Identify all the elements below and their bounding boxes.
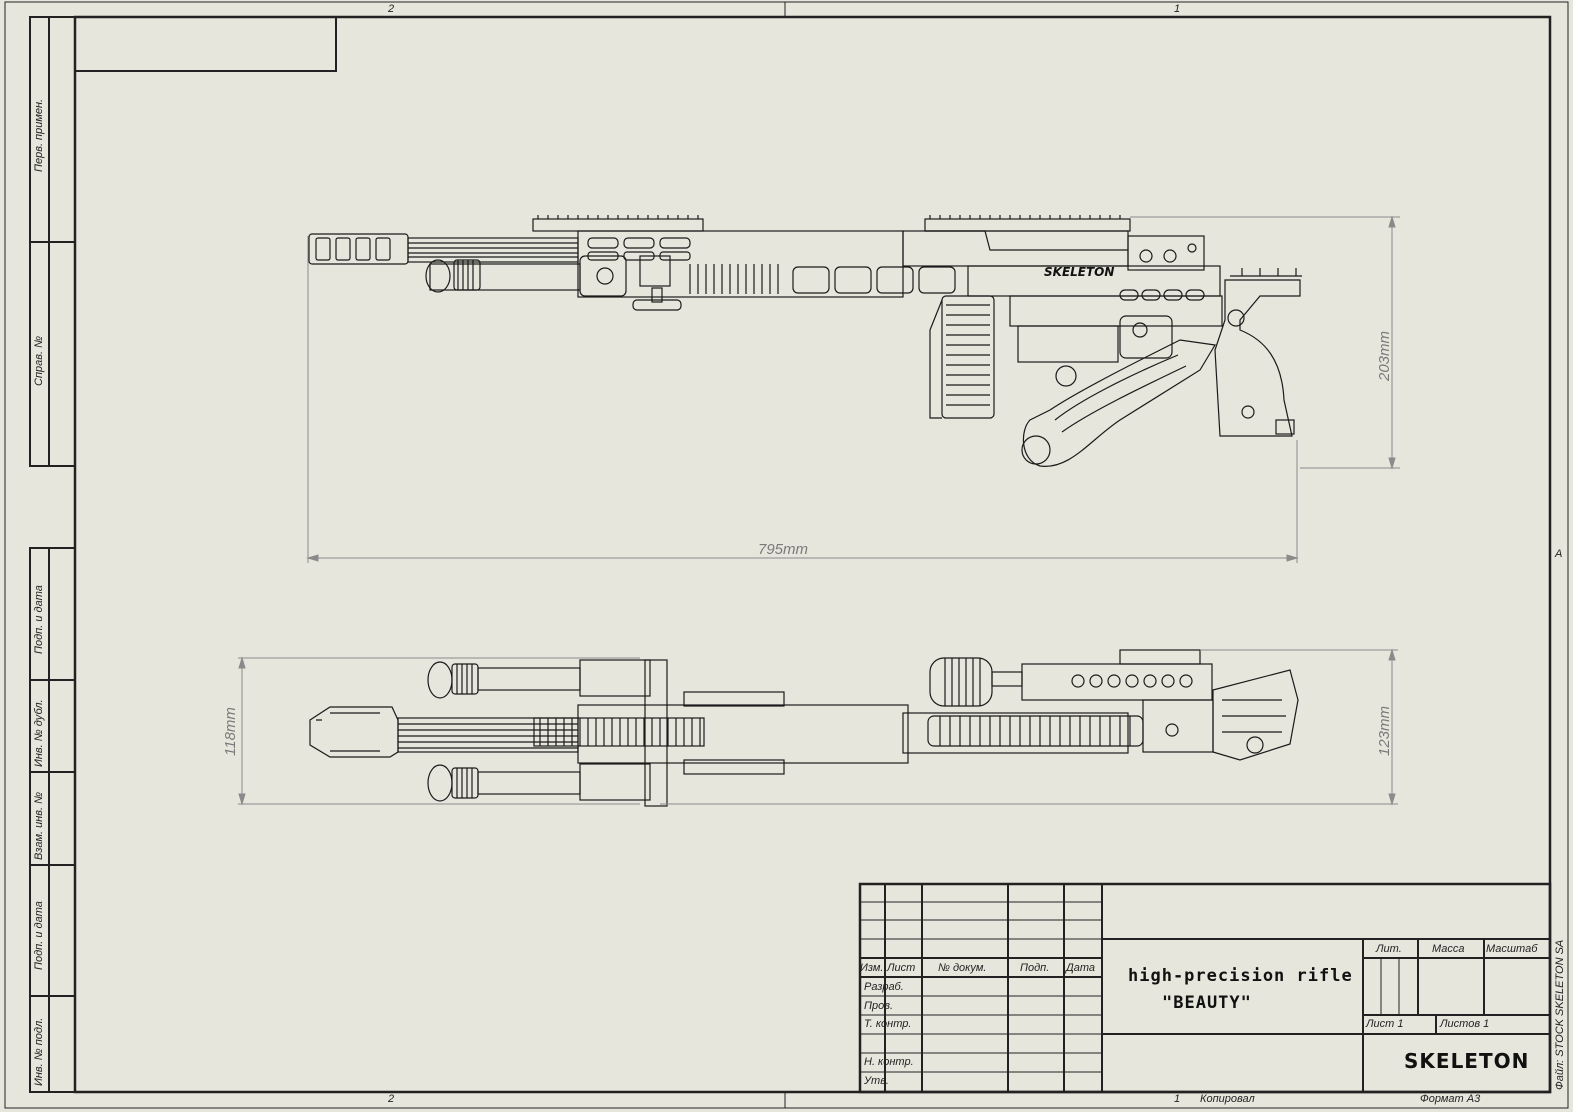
company-logo: SKELETON (1404, 1049, 1530, 1073)
tb-row-tkontr: Т. контр. (864, 1018, 912, 1030)
dimension-top-width-right: 123mm (1376, 705, 1393, 756)
tb-col-data: Дата (1066, 962, 1096, 974)
tb-sheet: Лист 1 (1366, 1018, 1404, 1030)
drawing-title-line1: high-precision rifle (1128, 966, 1353, 986)
stamp-inv-dubl: Инв. № дубл. (33, 699, 45, 767)
zone-bottom-left: 2 (388, 1093, 395, 1105)
rifle-side-view (308, 215, 1302, 467)
stamp-perv-primen: Перв. примен. (33, 98, 45, 172)
tb-sheets: Листов 1 (1440, 1018, 1490, 1030)
side-stamp-frame (29, 16, 75, 1093)
drawing-title-line2: "BEAUTY" (1162, 993, 1252, 1013)
zone-top-left: 2 (388, 3, 395, 15)
tb-masshtab: Масштаб (1486, 943, 1538, 955)
top-view-dimension-lines (238, 648, 1398, 806)
side-view-dimension-lines (306, 215, 1400, 563)
receiver-logo: SKELETON (1044, 265, 1114, 279)
tb-row-utv: Утв. (864, 1075, 889, 1087)
tb-col-docum: № докум. (938, 962, 987, 974)
zone-top-right: 1 (1174, 3, 1181, 15)
tb-row-prov: Пров. (864, 1000, 894, 1012)
tb-lit: Лит. (1376, 943, 1402, 955)
tb-kopiroval: Копировал (1200, 1093, 1255, 1105)
dimension-side-length: 795mm (758, 541, 809, 558)
sheet-frame (4, 1, 1569, 1109)
rifle-top-view (309, 649, 1299, 807)
tb-row-razrab: Разраб. (864, 981, 904, 993)
zone-right-edge: A (1555, 548, 1563, 560)
tb-row-nkontr: Н. контр. (864, 1056, 914, 1068)
file-name: Файл: STOCK SKELETON SA (1554, 939, 1566, 1090)
dimension-top-width-left: 118mm (222, 707, 239, 756)
tb-col-list: Лист (887, 962, 916, 974)
stamp-sprav-no: Справ. № (33, 336, 45, 386)
tb-col-izm: Изм. (860, 962, 884, 974)
tb-format: Формат A3 (1420, 1093, 1481, 1105)
dimension-side-height: 203mm (1376, 330, 1393, 381)
zone-bottom-right: 1 (1174, 1093, 1181, 1105)
stamp-podp-data-2: Подп. и дата (33, 901, 45, 970)
title-block-grid (858, 882, 1552, 1094)
tb-col-podp: Подп. (1020, 962, 1050, 974)
stamp-inv-podl: Инв. № подл. (33, 1017, 45, 1086)
stamp-podp-data-1: Подп. и дата (33, 585, 45, 654)
tb-massa: Масса (1432, 943, 1465, 955)
stamp-vzam-inv: Взам. инв. № (33, 791, 45, 860)
